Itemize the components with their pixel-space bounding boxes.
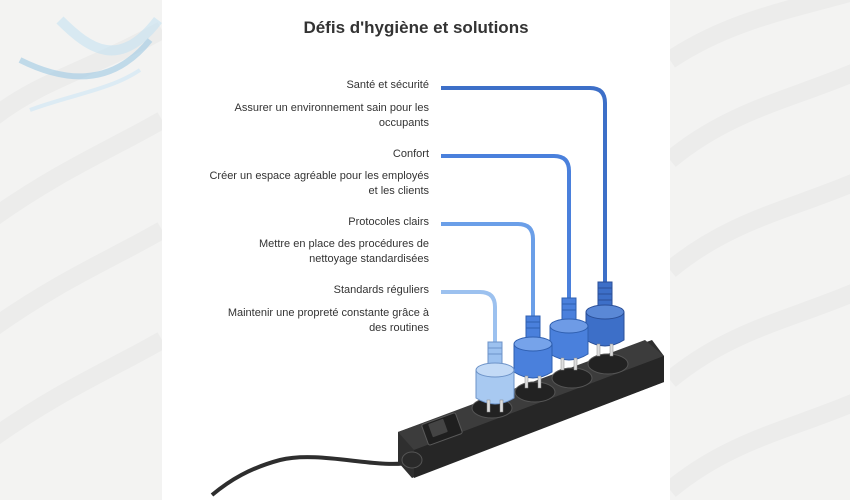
- item-heading-standards: Standards réguliers: [333, 284, 429, 296]
- page-title: Défis d'hygiène et solutions: [303, 18, 529, 37]
- swirl-decoration: [0, 16, 162, 444]
- plug-comfort: [549, 297, 589, 371]
- item-description-protocols: Mettre en place des procédures de nettoy…: [259, 238, 429, 265]
- swirl-decoration-right: [670, 0, 850, 497]
- left-background-decoration: [0, 0, 162, 500]
- item-description-standards: Maintenir une propreté constante grâce à…: [227, 307, 429, 334]
- content-panel: [162, 0, 670, 500]
- item-description-comfort: Créer un espace agréable pour les employ…: [209, 170, 429, 197]
- item-heading-health: Santé et sécurité: [346, 79, 429, 91]
- cable-health: [441, 86, 607, 285]
- item-heading-protocols: Protocoles clairs: [348, 216, 429, 228]
- cable-comfort: [441, 154, 571, 300]
- cable-protocols: [441, 222, 535, 318]
- item-description-health: Assurer un environnement sain pour les o…: [234, 102, 429, 129]
- power-strip: [210, 340, 664, 497]
- item-heading-comfort: Confort: [392, 148, 429, 160]
- socket: [551, 367, 593, 389]
- plug-protocols: [513, 315, 553, 389]
- socket: [514, 381, 556, 403]
- cable-standards: [441, 290, 497, 345]
- right-background-decoration: [670, 0, 850, 500]
- socket: [587, 353, 629, 375]
- plug-health: [585, 281, 625, 357]
- plug-standards: [475, 341, 515, 413]
- power-cord: [210, 455, 413, 497]
